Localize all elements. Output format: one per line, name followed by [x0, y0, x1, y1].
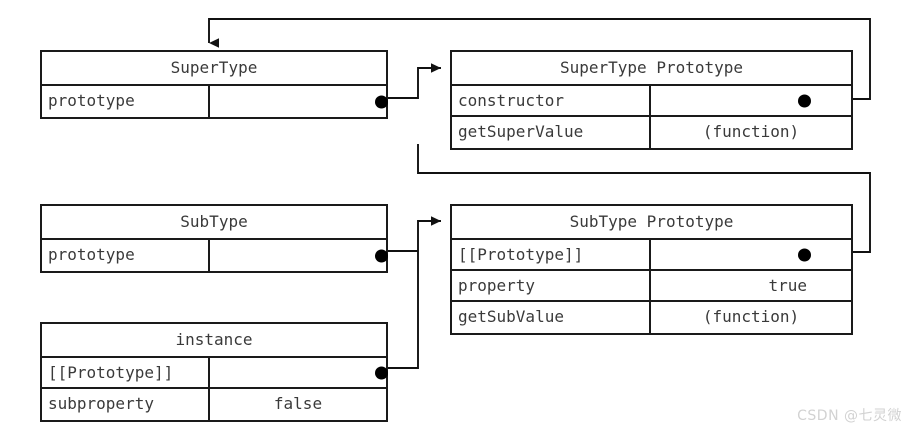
pointer-dot-icon	[375, 366, 388, 379]
row-value-pointer	[210, 86, 388, 117]
pointer-dot-icon	[798, 94, 811, 107]
watermark: CSDN @七灵微	[797, 408, 902, 424]
row-key-subproperty: subproperty	[42, 389, 210, 420]
pointer-dot-icon	[375, 249, 388, 262]
table-row[interactable]: property true	[452, 271, 851, 302]
row-key-internal-prototype: [[Prototype]]	[452, 240, 651, 269]
row-value-getsubvalue: (function)	[702, 307, 800, 326]
row-key-getsubvalue: getSubValue	[452, 302, 651, 333]
table-row[interactable]: getSubValue (function)	[452, 302, 851, 333]
pointer-dot-icon	[798, 248, 811, 261]
box-subtype-header: SubType	[42, 206, 386, 240]
box-instance-header: instance	[42, 324, 386, 358]
row-key-prototype: prototype	[42, 86, 210, 117]
box-subtype[interactable]: SubType prototype	[40, 204, 388, 273]
row-value-pointer	[651, 86, 851, 115]
box-instance[interactable]: instance [[Prototype]] subproperty false	[40, 322, 388, 422]
table-row[interactable]: prototype	[42, 240, 388, 271]
row-value-subproperty: false	[273, 394, 323, 413]
table-row[interactable]: subproperty false	[42, 389, 386, 420]
box-supertype-header: SuperType	[42, 52, 386, 86]
row-value-getsupervalue: (function)	[702, 122, 800, 141]
row-value-pointer	[210, 240, 388, 271]
box-supertype[interactable]: SuperType prototype	[40, 50, 388, 119]
row-key-property: property	[452, 271, 651, 300]
box-subtype-prototype[interactable]: SubType Prototype [[Prototype]] property…	[450, 204, 853, 335]
row-value-pointer	[210, 358, 388, 387]
row-key-internal-prototype: [[Prototype]]	[42, 358, 210, 387]
box-supertype-prototype[interactable]: SuperType Prototype constructor getSuper…	[450, 50, 853, 150]
row-value-property: true	[768, 276, 807, 295]
row-key-constructor: constructor	[452, 86, 651, 115]
pointer-dot-icon	[375, 95, 388, 108]
row-key-getsupervalue: getSuperValue	[452, 117, 651, 148]
box-subtype-prototype-header: SubType Prototype	[452, 206, 851, 240]
table-row[interactable]: [[Prototype]]	[452, 240, 851, 271]
table-row[interactable]: getSuperValue (function)	[452, 117, 851, 148]
box-supertype-prototype-header: SuperType Prototype	[452, 52, 851, 86]
row-value-pointer	[651, 240, 851, 269]
table-row[interactable]: constructor	[452, 86, 851, 117]
row-key-prototype: prototype	[42, 240, 210, 271]
table-row[interactable]: prototype	[42, 86, 388, 117]
table-row[interactable]: [[Prototype]]	[42, 358, 388, 389]
